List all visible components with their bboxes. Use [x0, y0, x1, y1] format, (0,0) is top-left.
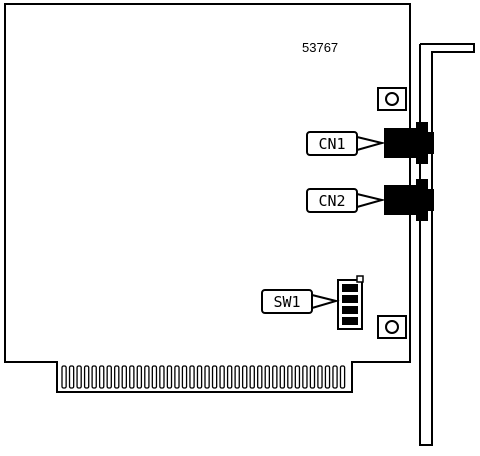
edge-finger [294, 365, 301, 389]
edge-finger [144, 365, 150, 389]
edge-finger [189, 365, 195, 389]
cn1-label: CN1 [318, 135, 345, 153]
edge-finger [129, 365, 135, 389]
edge-finger [241, 365, 248, 389]
edge-finger [76, 365, 82, 389]
cn2-callout: CN2 [306, 188, 386, 213]
mounting-screw-bottom [377, 315, 407, 339]
edge-finger [68, 365, 75, 389]
edge-finger [196, 365, 203, 389]
edge-finger [61, 365, 67, 389]
cn2-label: CN2 [318, 192, 345, 210]
edge-finger [339, 365, 346, 389]
edge-finger [317, 365, 323, 389]
edge-finger [83, 365, 90, 389]
edge-finger [219, 365, 225, 389]
edge-finger [211, 365, 218, 389]
cn1-connector [384, 122, 434, 164]
dip-switch-position [342, 284, 358, 292]
edge-finger [204, 365, 210, 389]
edge-finger [136, 365, 143, 389]
mounting-bracket [419, 43, 475, 446]
edge-finger [121, 365, 127, 389]
sw1-callout: SW1 [261, 289, 340, 314]
edge-finger [98, 365, 105, 389]
edge-finger [226, 365, 233, 389]
part-number: 53767 [302, 40, 338, 55]
edge-finger [174, 365, 180, 389]
edge-finger [324, 365, 331, 389]
edge-finger [302, 365, 308, 389]
dip-switch-position [342, 295, 358, 303]
edge-finger [279, 365, 286, 389]
edge-finger [159, 365, 165, 389]
edge-finger [257, 365, 263, 389]
dip-switch-position [342, 306, 358, 314]
edge-finger [166, 365, 173, 389]
edge-finger [287, 365, 293, 389]
edge-connector [61, 365, 346, 389]
mounting-screw-top [377, 87, 407, 111]
edge-finger [106, 365, 112, 389]
edge-finger [114, 365, 120, 389]
sw1-label: SW1 [273, 293, 300, 311]
edge-finger [181, 365, 188, 389]
cn2-connector [384, 179, 434, 221]
edge-finger [332, 365, 338, 389]
edge-finger [264, 365, 270, 389]
edge-finger [91, 365, 97, 389]
edge-finger [309, 365, 316, 389]
edge-finger [249, 365, 255, 389]
dip-switch-position [342, 317, 358, 325]
edge-finger [272, 365, 278, 389]
edge-finger [151, 365, 158, 389]
edge-finger [234, 365, 240, 389]
sw1-dip-switch [337, 275, 364, 330]
cn1-callout: CN1 [306, 131, 386, 156]
